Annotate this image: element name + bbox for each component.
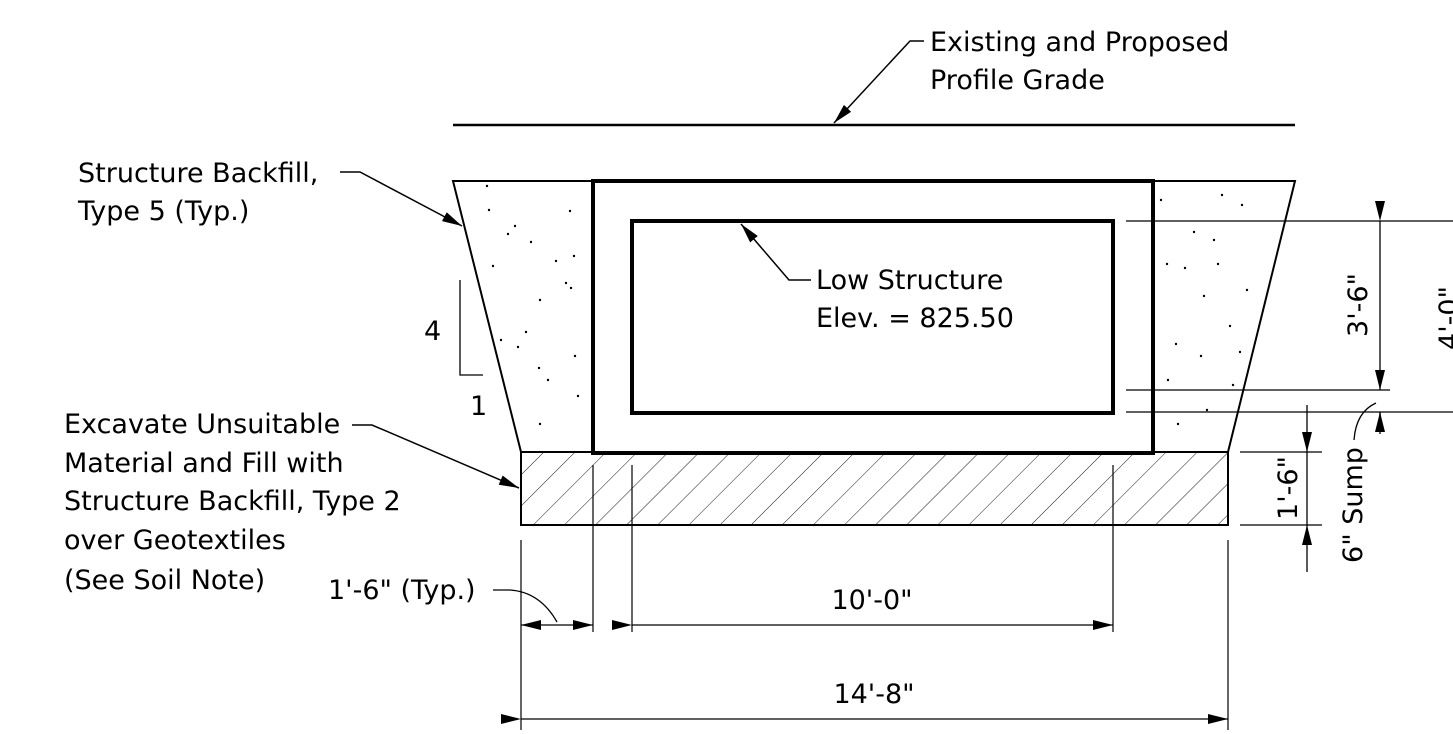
dim-overall-width-label: 14'-8"	[833, 679, 914, 710]
horizontal-extension-lines	[520, 465, 1229, 730]
backfill-type5-leader	[340, 171, 463, 227]
dim-side-leader	[493, 589, 558, 623]
dim-bedding-label: 1'-6"	[1273, 456, 1304, 520]
low-structure-leader	[740, 223, 811, 281]
dim-inner-width-label: 10'-0"	[831, 585, 912, 616]
bedding-fill-hatch	[520, 451, 1229, 526]
excavate-note-label: Excavate Unsuitable Material and Fill wi…	[64, 409, 409, 596]
slope-rise-label: 4	[424, 316, 441, 347]
backfill-stipple	[485, 184, 1249, 426]
low-structure-label: Low Structure Elev. = 825.50	[816, 265, 1014, 334]
profile-grade-leader	[833, 40, 924, 124]
profile-grade-label: Existing and Proposed Profile Grade	[930, 27, 1238, 96]
backfill-type5-label: Structure Backfill, Type 5 (Typ.)	[77, 158, 327, 227]
dim-sump-leader	[1353, 402, 1377, 441]
excavate-leader	[352, 424, 520, 489]
dim-inner-height-label: 3'-6"	[1343, 273, 1374, 337]
dim-overall-height-label: 4'-0"	[1434, 286, 1453, 350]
slope-run-label: 1	[470, 391, 487, 422]
dim-sump-label: 6" Sump	[1338, 447, 1369, 563]
dim-side-typ-label: 1'-6" (Typ.)	[328, 575, 476, 606]
box-culvert-inner	[630, 219, 1115, 415]
slope-indicator	[459, 280, 483, 376]
